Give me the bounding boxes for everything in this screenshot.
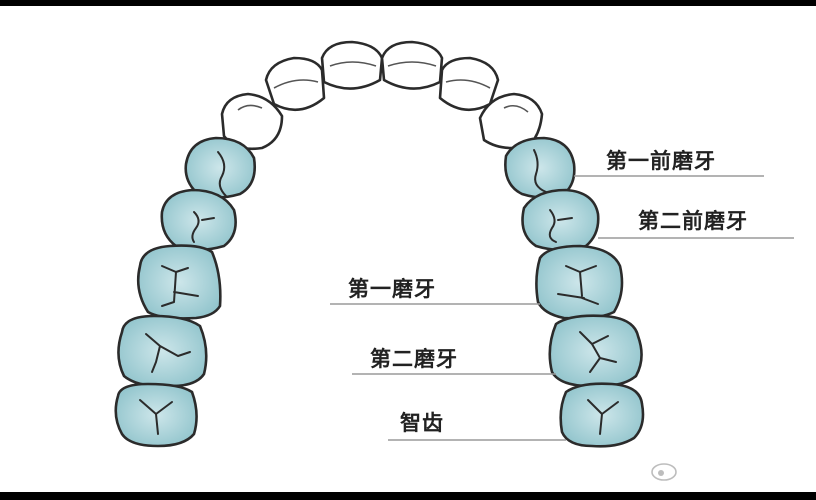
second-molar-left (117, 314, 208, 388)
second-premolar-left (160, 188, 237, 252)
first-premolar-left (184, 136, 256, 199)
wisdom-tooth-right (559, 382, 645, 448)
label-first-premolar: 第一前磨牙 (606, 149, 716, 173)
first-premolar-right (504, 136, 576, 199)
central-incisor-right (380, 40, 444, 90)
dental-arch-svg: 第一前磨牙 第二前磨牙 第一磨牙 第二磨牙 智齿 (114, 40, 794, 481)
dental-arch-diagram: 第一前磨牙 第二前磨牙 第一磨牙 第二磨牙 智齿 (0, 6, 816, 492)
label-second-molar: 第二磨牙 (370, 347, 458, 371)
lateral-incisor-right (438, 56, 500, 112)
label-wisdom-tooth: 智齿 (400, 411, 444, 435)
wisdom-tooth-left (114, 382, 198, 448)
second-molar-right (548, 314, 643, 388)
second-premolar-right (521, 188, 600, 252)
first-molar-left (136, 244, 222, 320)
lateral-incisor-left (264, 56, 326, 112)
weibo-logo-icon (651, 463, 677, 481)
canine-right (478, 92, 544, 150)
central-incisor-left (320, 40, 384, 90)
label-first-molar: 第一磨牙 (348, 277, 436, 301)
label-second-premolar: 第二前磨牙 (638, 209, 748, 233)
first-molar-right (535, 244, 624, 320)
